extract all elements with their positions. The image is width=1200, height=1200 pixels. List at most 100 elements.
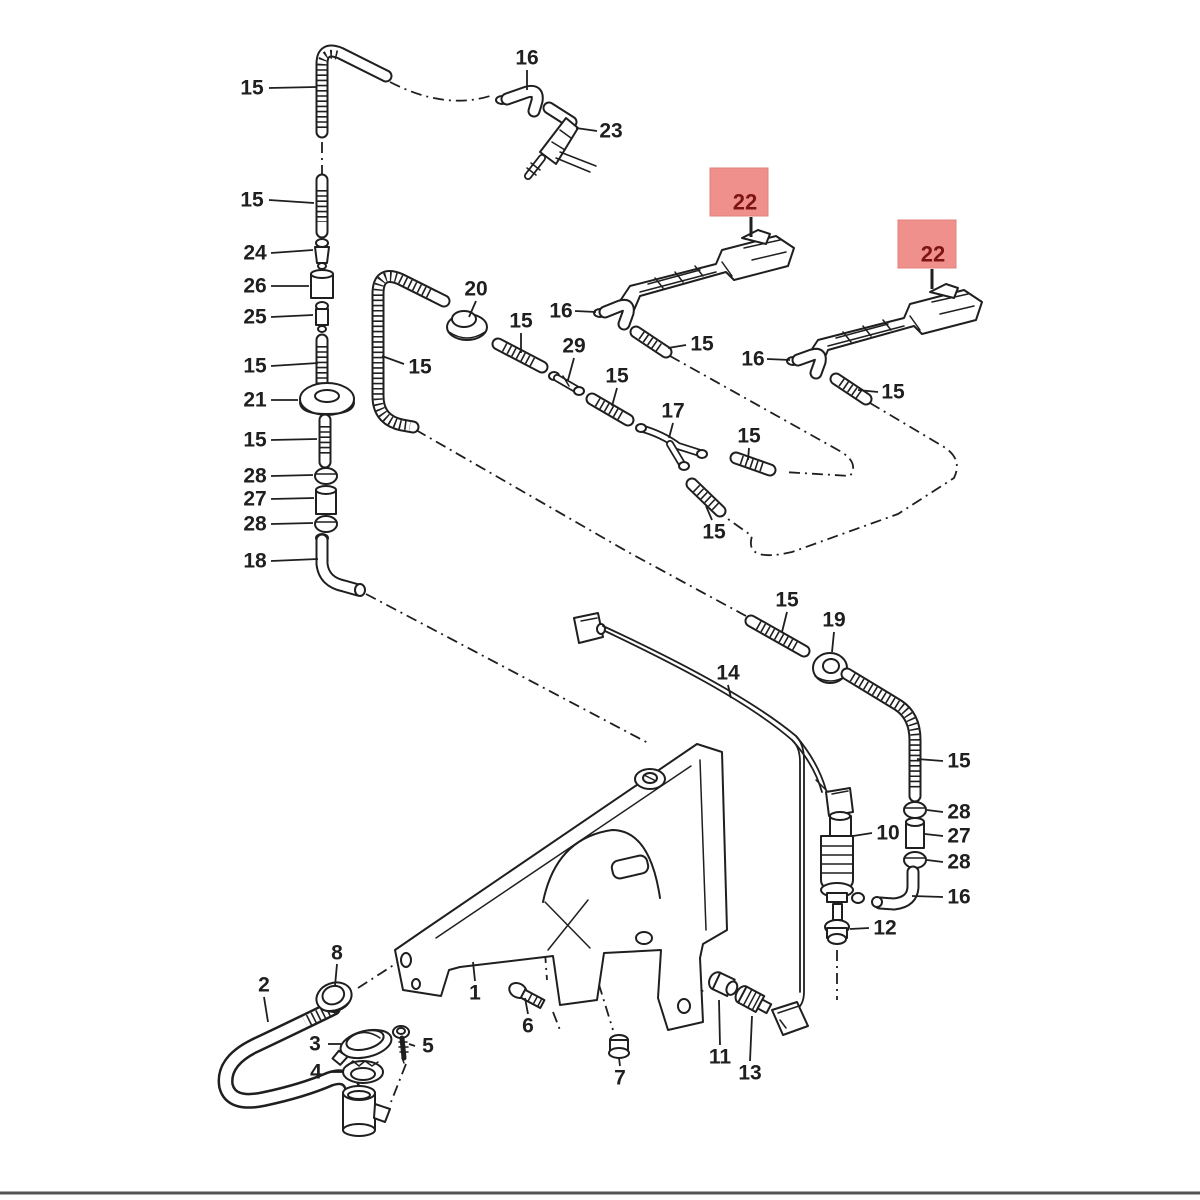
leader-line-6 — [524, 997, 529, 1015]
leader-line-15 — [268, 199, 315, 204]
filler-hose-and-neck — [217, 999, 393, 1137]
part-label-6-44: 6 — [522, 1015, 534, 1038]
part-label-26-3: 26 — [243, 275, 266, 298]
part-label-24-2: 24 — [243, 242, 267, 265]
leader-line-23 — [575, 127, 598, 132]
part-label-15-31: 15 — [947, 750, 971, 773]
leader-line-15 — [381, 355, 405, 365]
leader-line-28 — [270, 522, 314, 525]
wiring-harness — [573, 612, 827, 1012]
part-label-15-1: 15 — [240, 189, 264, 212]
part-label-15-17: 15 — [509, 310, 533, 333]
part-label-15-23: 15 — [690, 333, 714, 356]
leader-line-16 — [574, 310, 597, 313]
middle-hose-chain — [371, 270, 777, 518]
leader-line-15 — [781, 611, 788, 633]
part-label-8-38: 8 — [331, 942, 343, 965]
part-label-20-16: 20 — [464, 278, 487, 301]
reservoir-tank — [394, 743, 728, 1031]
leader-line-8 — [334, 963, 338, 987]
part-label-10-36: 10 — [876, 822, 899, 845]
left-hose-column — [299, 44, 393, 597]
leader-line-5 — [408, 1043, 416, 1047]
leader-line-25 — [270, 314, 314, 318]
leader-line-20 — [468, 300, 477, 318]
leader-line-15 — [916, 758, 944, 762]
part-label-16-35: 16 — [947, 886, 970, 909]
part-label-28-34: 28 — [947, 851, 971, 874]
part-label-16-24: 16 — [741, 348, 764, 371]
leader-line-15 — [705, 505, 713, 521]
part-label-15-21: 15 — [408, 356, 432, 379]
part-label-15-27: 15 — [702, 521, 726, 544]
leader-line-28 — [270, 474, 314, 477]
washer-jet-right — [805, 283, 983, 365]
part-label-15-7: 15 — [243, 429, 267, 452]
part-label-18-11: 18 — [243, 550, 267, 573]
leader-line-1 — [472, 961, 476, 982]
leader-line-28 — [926, 809, 944, 813]
leader-line-19 — [831, 631, 835, 653]
supply-line — [744, 614, 927, 911]
level-sensor — [708, 971, 809, 1036]
part-label-16-12: 16 — [515, 47, 538, 70]
leader-line-17 — [668, 422, 674, 439]
leader-line-15 — [270, 438, 318, 441]
leader-line-18 — [270, 558, 319, 562]
leader-line-27 — [270, 497, 315, 500]
leader-line-16 — [766, 358, 791, 361]
leader-line-16 — [911, 895, 944, 898]
part-label-27-33: 27 — [947, 825, 970, 848]
part-label-15-0: 15 — [240, 77, 264, 100]
highlight-box-22 — [897, 219, 957, 269]
part-label-13-47: 13 — [738, 1062, 761, 1085]
washer-pump — [815, 779, 865, 945]
leader-line-13 — [749, 1015, 753, 1062]
leader-line-29 — [567, 357, 575, 381]
leader-line-28 — [926, 859, 944, 863]
part-label-22-15: 22 — [921, 242, 945, 267]
part-label-17-22: 17 — [661, 400, 684, 423]
part-label-14-30: 14 — [716, 662, 740, 685]
part-label-19-29: 19 — [822, 609, 845, 632]
leader-line-10 — [852, 832, 873, 837]
part-label-15-5: 15 — [243, 355, 267, 378]
leader-line-7 — [618, 1057, 621, 1067]
jet-feed-fittings — [593, 298, 873, 406]
part-label-15-25: 15 — [881, 381, 905, 404]
leader-line-24 — [270, 249, 314, 254]
leader-line-27 — [924, 833, 944, 837]
washer-jet-left — [617, 229, 795, 311]
part-label-15-28: 15 — [775, 589, 799, 612]
part-label-29-19: 29 — [562, 335, 585, 358]
leader-line-15 — [747, 447, 750, 461]
leader-line-15 — [611, 387, 618, 407]
part-label-28-8: 28 — [243, 465, 267, 488]
fasteners — [315, 981, 630, 1064]
part-label-3-41: 3 — [309, 1033, 321, 1056]
part-label-11-46: 11 — [709, 1046, 732, 1069]
callout-leader-lines — [263, 70, 944, 1073]
part-label-12-37: 12 — [873, 917, 896, 940]
part-label-16-18: 16 — [549, 300, 572, 323]
part-label-27-9: 27 — [243, 488, 266, 511]
leader-line-15 — [268, 86, 317, 89]
leader-line-15 — [857, 389, 879, 393]
leader-line-12 — [849, 927, 870, 930]
leader-line-2 — [263, 996, 269, 1023]
leader-line-15 — [667, 344, 687, 349]
leader-line-14 — [727, 684, 732, 699]
leader-line-15 — [270, 362, 319, 367]
cowl-nozzle-assembly — [495, 84, 597, 180]
part-label-23-13: 23 — [599, 120, 622, 143]
part-label-2-39: 2 — [258, 974, 270, 997]
part-label-28-10: 28 — [243, 513, 267, 536]
part-label-25-4: 25 — [243, 306, 267, 329]
part-label-5-42: 5 — [422, 1035, 434, 1058]
highlight-box-22 — [709, 167, 769, 217]
part-label-22-14: 22 — [733, 190, 757, 215]
part-label-1-40: 1 — [469, 982, 481, 1005]
